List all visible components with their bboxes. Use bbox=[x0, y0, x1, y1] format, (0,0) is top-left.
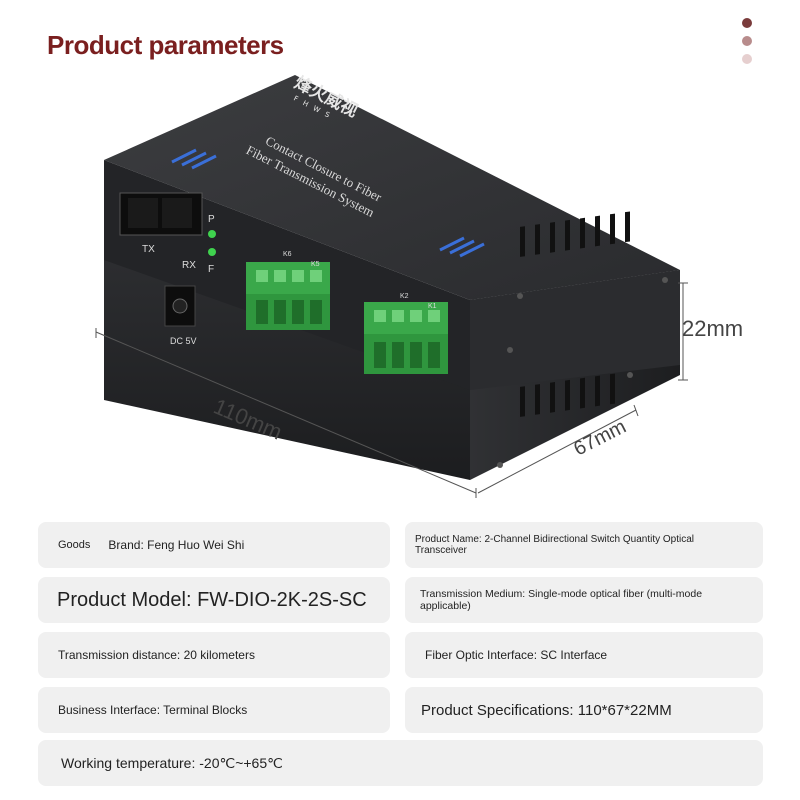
spec-card-fiber-interface: Fiber Optic Interface: SC Interface bbox=[405, 632, 763, 678]
terminal-block-right bbox=[364, 302, 448, 374]
product-model-text: Product Model: FW-DIO-2K-2S-SC bbox=[57, 588, 367, 611]
pagination-dots bbox=[742, 18, 754, 72]
power-label: DC 5V bbox=[170, 336, 197, 346]
screws bbox=[497, 277, 668, 468]
dot-3 bbox=[742, 54, 752, 64]
term-k1-label: K1 bbox=[428, 303, 437, 310]
term-k2-label: K2 bbox=[400, 293, 409, 300]
term-k6-label: K6 bbox=[283, 251, 292, 258]
spec-card-brand: Goods Brand: Feng Huo Wei Shi bbox=[38, 522, 390, 568]
led-p-label: P bbox=[208, 214, 215, 225]
spec-card-working-temperature: Working temperature: -20℃~+65℃ bbox=[38, 740, 763, 786]
product-name-text: Product Name: 2-Channel Bidirectional Sw… bbox=[415, 534, 695, 556]
port-tx-label: TX bbox=[142, 244, 155, 255]
goods-label: Goods bbox=[58, 539, 91, 551]
terminal-block-left bbox=[246, 262, 330, 330]
fiber-interface-text: Fiber Optic Interface: SC Interface bbox=[425, 648, 608, 662]
page-title: Product parameters bbox=[47, 30, 284, 60]
dimension-lines bbox=[95, 282, 688, 498]
dim-height: 22mm bbox=[682, 316, 743, 341]
transmission-medium-text: Transmission Medium: Single-mode optical… bbox=[420, 588, 703, 612]
cover-side bbox=[470, 270, 680, 390]
term-k5-label: K5 bbox=[311, 261, 320, 268]
brand-text: Brand: Feng Huo Wei Shi bbox=[108, 538, 245, 552]
dot-1 bbox=[742, 18, 752, 28]
led-f bbox=[208, 248, 216, 256]
led-p bbox=[208, 230, 216, 238]
blue-stripes bbox=[171, 148, 485, 258]
spec-card-product-name: Product Name: 2-Channel Bidirectional Sw… bbox=[405, 522, 763, 568]
spec-card-product-model: Product Model: FW-DIO-2K-2S-SC bbox=[38, 577, 390, 623]
product-specifications-text: Product Specifications: 110*67*22MM bbox=[421, 701, 672, 719]
port-rx-label: RX bbox=[182, 260, 196, 271]
product-image: Contact Closure to Fiber Fiber Transmiss… bbox=[95, 72, 743, 498]
side-vents bbox=[520, 211, 630, 417]
spec-card-transmission-distance: Transmission distance: 20 kilometers bbox=[38, 632, 390, 678]
spec-card-transmission-medium: Transmission Medium: Single-mode optical… bbox=[405, 577, 763, 623]
spec-card-business-interface: Business Interface: Terminal Blocks bbox=[38, 687, 390, 733]
transmission-distance-text: Transmission distance: 20 kilometers bbox=[58, 648, 255, 662]
working-temperature-text: Working temperature: -20℃~+65℃ bbox=[61, 754, 283, 771]
spec-card-product-specifications: Product Specifications: 110*67*22MM bbox=[405, 687, 763, 733]
dot-2 bbox=[742, 36, 752, 46]
led-f-label: F bbox=[208, 264, 214, 275]
business-interface-text: Business Interface: Terminal Blocks bbox=[58, 703, 248, 717]
